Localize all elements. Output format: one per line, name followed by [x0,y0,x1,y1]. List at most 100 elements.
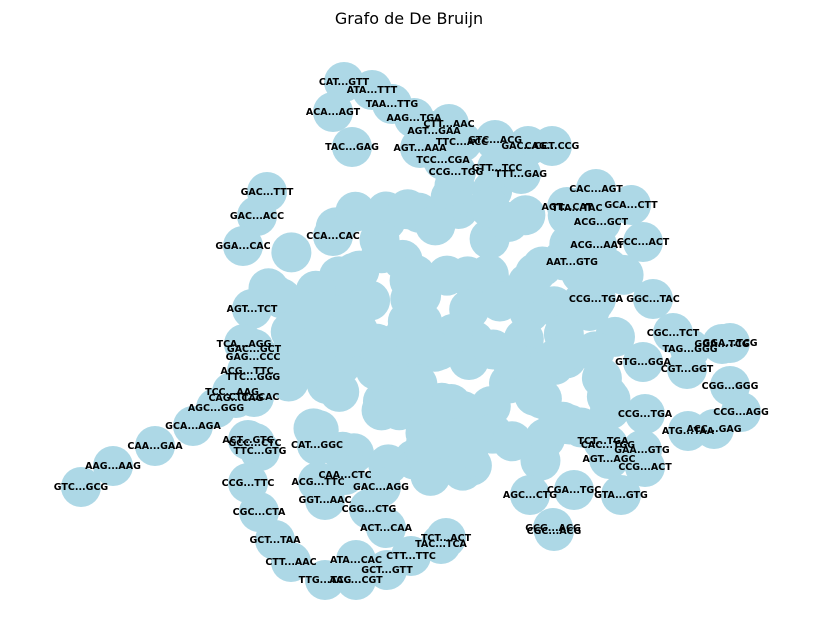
node-label: GCA...AGA [165,421,221,432]
node-label: ACC...GAG [686,424,741,435]
node-label: GCA...CTT [604,200,658,211]
graph-node [395,254,436,295]
node-label: CCG...AGG [713,407,769,418]
node-label: CGC...TCT [647,328,700,339]
graph-title: Grafo de De Bruijn [335,9,483,28]
graph-node [625,394,665,434]
graph-node [510,475,550,515]
node-label: ACC...CGT [329,575,383,586]
graph-node [387,301,428,342]
graph-node [325,318,366,359]
graph-node [93,446,133,486]
node-label: ATG...TAA [662,426,715,437]
node-label: GGA...TCG [702,338,757,349]
node-label: TCC...CGA [416,155,470,166]
graph-node [426,518,466,558]
graph-node [294,291,335,332]
node-label: ACA...AGT [306,107,361,118]
node-label: TAG...GGG [662,344,717,355]
graph-node [305,560,345,600]
graph-node [436,418,477,459]
graph-node [313,216,353,256]
node-label: CGT...GGT [661,364,714,375]
node-label: GAG...CCC [226,352,281,363]
graph-node [436,152,476,192]
node-label: CTT...CAC [229,392,280,403]
node-label: AAT...GTG [546,257,598,268]
graph-node [262,353,303,394]
node-label: CGC...CTA [233,507,286,518]
graph-node [356,323,397,364]
graph-node [515,253,556,294]
node-label: ACT...GTC [222,435,273,446]
graph-node [223,226,263,266]
graph-node [313,92,353,132]
node-label: CTT...TTC [386,551,436,562]
node-label: GTC...GCG [54,482,109,493]
graph-node [234,377,274,417]
graph-node [271,542,311,582]
graph-node [232,289,272,329]
node-label: AGT...CAT [542,202,593,213]
node-label: ACT...CAA [360,523,413,534]
node-label: CCG...TGG [429,167,484,178]
node-label: CAA...GAA [127,441,183,452]
graph-node [431,384,472,425]
node-label: CCG...ACT [618,462,672,473]
graph-node [538,403,579,444]
graph-node [501,154,541,194]
graph-node [271,232,312,273]
node-label: GGC...TAC [626,294,679,305]
graph-node [557,188,597,228]
node-label: GAC...CCT [501,141,555,152]
node-label: GTT...TCC [472,163,523,174]
graph-node [406,423,447,464]
node-label: CGC...ACG [527,526,582,537]
node-label: CGG...CTG [342,504,397,515]
graph-node [61,467,101,507]
graph-node [305,480,345,520]
node-label: TAC...TCA [415,539,467,550]
graph-node [135,426,175,466]
graph-node [415,205,456,246]
node-label: TTC...ACC [436,137,488,148]
graph-node [491,339,532,380]
graph-node [514,375,555,416]
graph-node [488,201,529,242]
graph-node [702,324,742,364]
node-label: AGT...AAA [394,143,448,154]
node-label: GAC...ACC [230,211,284,222]
node-label: TCT...TGA [578,436,630,447]
node-label: CAA...CTC [318,470,371,481]
node-label: GAC...GCT [227,344,282,355]
node-label: GAA...GTG [614,445,670,456]
node-label: ACG...AAT [570,240,624,251]
node-label: ACG...TTC [220,366,273,377]
node-label: GGA...CAC [215,241,270,252]
node-label: CAC...TGG [581,440,635,451]
graph-node [601,475,641,515]
graph-node [479,281,520,322]
label-layer: CAT...GTTATA...TTTTAA...TTGACA...AGTAAG.… [54,77,769,586]
node-label: AAG...TGA [387,113,443,124]
graph-node [554,470,594,510]
graph-node [668,411,708,451]
node-label: GCC...CTC [229,438,282,449]
node-label: TTT...GAG [495,169,547,180]
node-label: AGT...AGC [583,454,636,465]
node-label: CCG...TGA [618,409,673,420]
node-label: AAG...AAG [85,461,141,472]
node-label: CCA...CAC [306,231,360,242]
node-label: GGA...TCG [694,339,749,350]
node-label: ATA...TTT [347,85,398,96]
node-label: ATA...CAC [330,555,382,566]
graph-node [319,371,360,412]
graph-node [240,431,280,471]
node-label: AGC...CTG [503,490,557,501]
node-label: AGT...GAA [407,126,461,137]
node-label: CCC...ACT [617,237,670,248]
graph-node [633,279,673,319]
node-label: CTT...AAC [265,557,316,568]
graph-node [367,550,407,590]
